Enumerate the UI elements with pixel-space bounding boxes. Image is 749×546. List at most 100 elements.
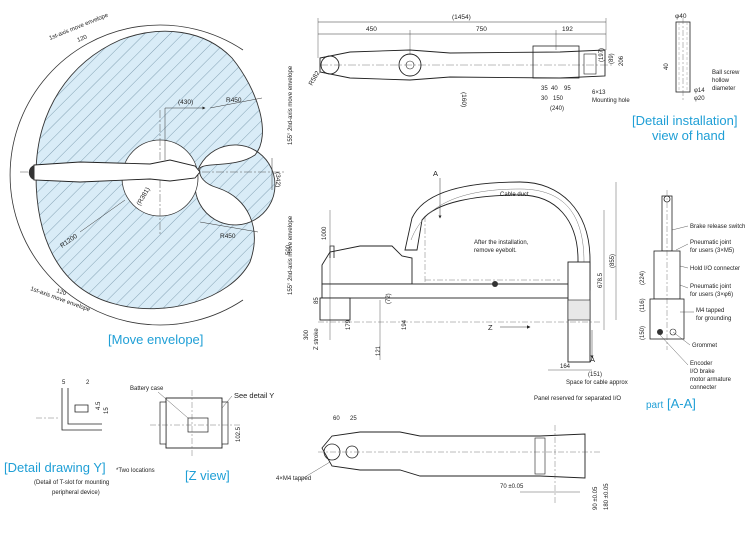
- callout-grommet: Grommet: [692, 343, 717, 349]
- dim-89: (89): [609, 53, 615, 64]
- mounting-hole-label: Mounting hole: [592, 98, 630, 104]
- callout-pneumatic1-2: for users (3×M5): [690, 248, 734, 254]
- detail-y-view: 5 2 4.5 15 [Detail drawing Y] *Two locat…: [4, 380, 155, 496]
- cable-duct: [404, 181, 591, 291]
- dim-70: 70 ±0.05: [500, 484, 524, 490]
- envelope-dimension-lines: [79, 97, 273, 233]
- ball-screw-2: hollow: [712, 78, 730, 84]
- tslot-note-1: (Detail of T-slot for mounting: [34, 480, 109, 486]
- see-detail-y-label: See detail Y: [234, 391, 274, 400]
- ball-screw-3: diameter: [712, 86, 735, 92]
- bottom-arm-outline: [321, 431, 586, 479]
- axis2-top-label: 155° 2nd-axis move envelope: [288, 65, 294, 145]
- battery-case-label: Battery case: [130, 386, 164, 392]
- dim-30: 30: [541, 96, 548, 102]
- after-install-1: After the installation,: [474, 240, 529, 246]
- tslot-note-2: peripheral device): [52, 490, 100, 496]
- dim-120-bottom: 120: [55, 288, 67, 297]
- dim-5: 5: [62, 380, 66, 386]
- dim-60: 60: [333, 416, 340, 422]
- move-envelope-view: (430) R450 (342) (R381) R450 R1200 1st-a…: [9, 12, 294, 347]
- dim-35: 35: [541, 86, 548, 92]
- arm-tip: [28, 165, 34, 180]
- bottom-view: 60 25 4×M4 tapped 70 ±0.05 90 ±0.05 180 …: [276, 416, 610, 510]
- dim-150: 150: [553, 96, 564, 102]
- dim-240: (240): [550, 106, 564, 112]
- dim-15: 15: [104, 407, 110, 414]
- z-view: Battery case See detail Y 102.5 [Z view]: [130, 386, 274, 483]
- dim-phi14: φ14: [694, 88, 705, 94]
- dim-150b: (150): [640, 326, 646, 340]
- dim-855: (855): [610, 254, 616, 268]
- callout-pneumatic1-1: Pneumatic joint: [690, 240, 731, 246]
- dim-164: 164: [560, 364, 571, 370]
- column-detail: [567, 299, 591, 321]
- callout-encoder-4: connecter: [690, 385, 716, 391]
- dim-2: 2: [86, 380, 90, 386]
- dim-4-5: 4.5: [96, 401, 102, 410]
- arm-silhouette: [33, 159, 201, 183]
- column-base: [319, 297, 351, 321]
- dim-206: 206: [619, 55, 625, 66]
- dim-85: 85: [314, 297, 320, 304]
- dim-116: (116): [640, 298, 646, 312]
- callout-pneumatic2-2: for users (3×φ6): [690, 292, 733, 298]
- dim-95: 95: [564, 86, 571, 92]
- dim-300: 300: [304, 329, 310, 340]
- ball-screw-1: Ball screw: [712, 70, 740, 76]
- outer-envelope-arc: [9, 24, 244, 326]
- callout-m4-2: for grounding: [696, 316, 731, 322]
- z-stroke-label: Z stroke: [314, 328, 320, 350]
- callout-hold-io: Hold I/O connecter: [690, 266, 740, 272]
- z-view-caption: [Z view]: [185, 468, 230, 483]
- hand-detail-view: φ40 40 Ball screw hollow diameter φ14 φ2…: [632, 13, 740, 143]
- dim-r450-top: R450: [226, 97, 242, 104]
- dim-179: 179: [346, 319, 352, 330]
- axis2-bottom-label: 155° 2nd-axis move envelope: [288, 215, 294, 295]
- callout-encoder-2: I/O brake: [690, 369, 715, 375]
- callout-encoder-3: motor armature: [690, 377, 732, 383]
- dim-151: (151): [588, 372, 602, 378]
- dim-1000: 1000: [322, 226, 328, 240]
- dim-phi40: φ40: [675, 13, 687, 20]
- dim-r450-bottom: R450: [220, 233, 236, 240]
- dim-197: (197): [599, 48, 605, 62]
- dim-120-top: 120: [77, 34, 89, 44]
- part-caption: part: [646, 400, 663, 411]
- base-housing: [321, 245, 413, 285]
- dim-430: (430): [178, 99, 193, 106]
- part-aa-view: (224) (116) (150) Brake release switch P…: [640, 190, 745, 411]
- dim-194: 194: [402, 319, 408, 330]
- label-z: Z: [488, 323, 493, 332]
- top-view: (1454) 450 750 192 R582 (160) 35 40 95 3…: [308, 14, 631, 112]
- dim-phi20: φ20: [694, 96, 705, 102]
- callout-encoder-1: Encoder: [690, 361, 712, 367]
- dim-160: (160): [460, 92, 467, 107]
- space-cable-label: Space for cable approx: [566, 380, 628, 386]
- move-envelope-caption: [Move envelope]: [108, 332, 203, 347]
- dim-500: 500: [286, 244, 292, 255]
- dim-180: 180 ±0.05: [604, 483, 610, 510]
- label-a-top: A: [433, 169, 438, 178]
- lower-arm: [321, 283, 573, 299]
- cable-duct-inner: [410, 188, 585, 263]
- callout-brake-release: Brake release switch: [690, 224, 745, 230]
- view-of-hand-caption: view of hand: [652, 128, 725, 143]
- cable-duct-label: Cable duct: [500, 192, 529, 198]
- panel-reserved-label: Panel reserved for separated I/O: [534, 396, 621, 402]
- dim-40-hand: 40: [664, 63, 670, 70]
- after-install-2: remove eyebolt.: [474, 248, 517, 254]
- dim-192: 192: [562, 26, 573, 33]
- tapped-label: 4×M4 tapped: [276, 476, 311, 482]
- tslot-profile: [61, 388, 102, 431]
- detail-y-caption: [Detail drawing Y]: [4, 460, 106, 475]
- dim-121: 121: [376, 345, 382, 356]
- joint1-top: [320, 55, 340, 75]
- dim-224: (224): [640, 271, 646, 285]
- two-locations-note: *Two locations: [116, 468, 155, 474]
- dim-102-5: 102.5: [236, 426, 242, 442]
- dim-450: 450: [366, 26, 377, 33]
- part-aa-caption: [A-A]: [667, 396, 696, 411]
